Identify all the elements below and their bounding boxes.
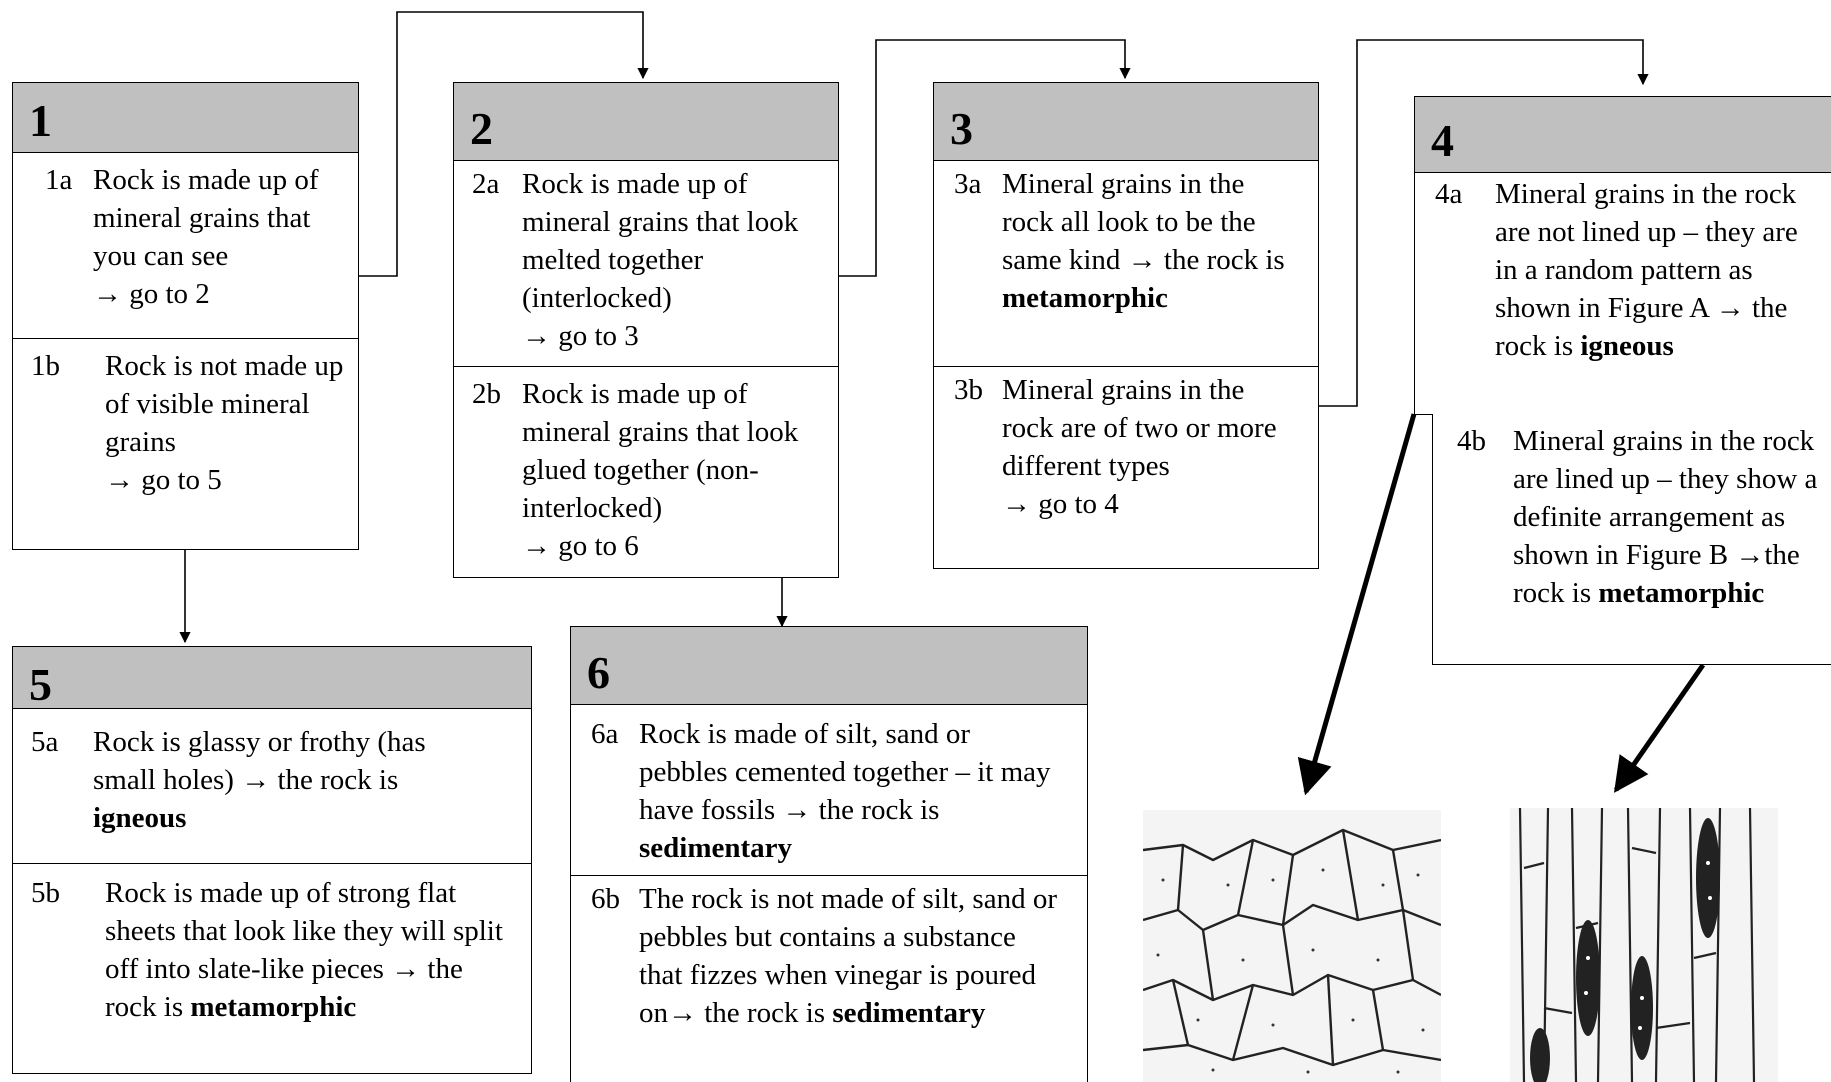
step-4b-result: metamorphic bbox=[1598, 577, 1765, 609]
step-1a: 1a Rock is made up of mineral grains tha… bbox=[13, 153, 358, 338]
step-3a-result: metamorphic bbox=[1002, 282, 1168, 314]
key-box-3: 3 3a Mineral grains in the rock all look… bbox=[933, 82, 1319, 569]
step-4a-text: Mineral grains in the rock are not lined… bbox=[1495, 178, 1798, 362]
key-box-4b: 4b Mineral grains in the rock are lined … bbox=[1432, 414, 1831, 665]
box-1-number: 1 bbox=[13, 83, 358, 153]
step-6b-label: 6b bbox=[591, 883, 620, 915]
box-2-number: 2 bbox=[454, 83, 838, 161]
key-box-6: 6 6a Rock is made of silt, sand or pebbl… bbox=[570, 626, 1088, 1082]
box-5-number: 5 bbox=[13, 647, 531, 709]
step-6b: 6b The rock is not made of silt, sand or… bbox=[571, 875, 1087, 1080]
step-3a-text: Mineral grains in the rock all look to b… bbox=[1002, 168, 1285, 276]
step-6b-text: The rock is not made of silt, sand or pe… bbox=[639, 883, 1057, 1029]
step-5b-text: Rock is made up of strong flat sheets th… bbox=[105, 877, 503, 1023]
step-3a-label: 3a bbox=[954, 168, 982, 200]
step-2a-text: Rock is made up of mineral grains that l… bbox=[522, 168, 799, 314]
step-5a: 5a Rock is glassy or frothy (has small h… bbox=[13, 709, 531, 863]
step-6a-result: sedimentary bbox=[639, 832, 793, 864]
step-2b: 2b Rock is made up of mineral grains tha… bbox=[454, 366, 838, 576]
step-3b-result: → go to 4 bbox=[1002, 488, 1119, 520]
step-2a-label: 2a bbox=[472, 168, 500, 200]
step-5a-text: Rock is glassy or frothy (has small hole… bbox=[93, 726, 426, 796]
step-1b-text: Rock is not made up of visible mineral g… bbox=[105, 350, 344, 458]
step-2a-result: → go to 3 bbox=[522, 320, 639, 352]
step-3b: 3b Mineral grains in the rock are of two… bbox=[934, 366, 1318, 566]
box-6-number: 6 bbox=[571, 627, 1087, 705]
figure-b-texture bbox=[1510, 808, 1778, 1082]
step-4a-result: igneous bbox=[1580, 330, 1674, 362]
step-4a-label: 4a bbox=[1435, 178, 1463, 210]
key-box-5: 5 5a Rock is glassy or frothy (has small… bbox=[12, 646, 532, 1074]
step-5b-result: metamorphic bbox=[190, 991, 357, 1023]
step-2b-label: 2b bbox=[472, 378, 501, 410]
step-1a-text: Rock is made up of mineral grains that y… bbox=[93, 164, 319, 272]
step-6a: 6a Rock is made of silt, sand or pebbles… bbox=[571, 705, 1087, 875]
step-1b: 1b Rock is not made up of visible minera… bbox=[13, 338, 358, 548]
step-6a-label: 6a bbox=[591, 718, 619, 750]
key-box-4: 4 4a Mineral grains in the rock are not … bbox=[1414, 96, 1831, 415]
step-5a-result: igneous bbox=[93, 802, 187, 834]
figure-b-image bbox=[1510, 808, 1778, 1082]
step-4a: 4a Mineral grains in the rock are not li… bbox=[1415, 173, 1831, 413]
step-5b-label: 5b bbox=[31, 877, 60, 909]
step-6b-result: sedimentary bbox=[832, 997, 986, 1029]
key-box-2: 2 2a Rock is made up of mineral grains t… bbox=[453, 82, 839, 578]
step-2b-text: Rock is made up of mineral grains that l… bbox=[522, 378, 799, 524]
step-3b-text: Mineral grains in the rock are of two or… bbox=[1002, 374, 1277, 482]
key-box-1: 1 1a Rock is made up of mineral grains t… bbox=[12, 82, 359, 550]
step-2b-result: → go to 6 bbox=[522, 530, 639, 562]
step-5b: 5b Rock is made up of strong flat sheets… bbox=[13, 863, 531, 1069]
step-4b: 4b Mineral grains in the rock are lined … bbox=[1433, 414, 1831, 663]
step-4b-label: 4b bbox=[1457, 425, 1486, 457]
box-4-number: 4 bbox=[1415, 97, 1831, 173]
step-1a-label: 1a bbox=[45, 164, 73, 196]
step-2a: 2a Rock is made up of mineral grains tha… bbox=[454, 161, 838, 366]
step-1b-label: 1b bbox=[31, 350, 60, 382]
box-3-number: 3 bbox=[934, 83, 1318, 161]
step-3a: 3a Mineral grains in the rock all look t… bbox=[934, 161, 1318, 366]
figure-a-image bbox=[1143, 810, 1441, 1082]
step-6a-text: Rock is made of silt, sand or pebbles ce… bbox=[639, 718, 1051, 826]
step-5a-label: 5a bbox=[31, 726, 59, 758]
step-1b-result: → go to 5 bbox=[105, 464, 222, 496]
step-3b-label: 3b bbox=[954, 374, 983, 406]
step-4b-text: Mineral grains in the rock are lined up … bbox=[1513, 425, 1818, 609]
step-1a-result: → go to 2 bbox=[93, 278, 210, 310]
figure-a-texture bbox=[1143, 810, 1441, 1082]
